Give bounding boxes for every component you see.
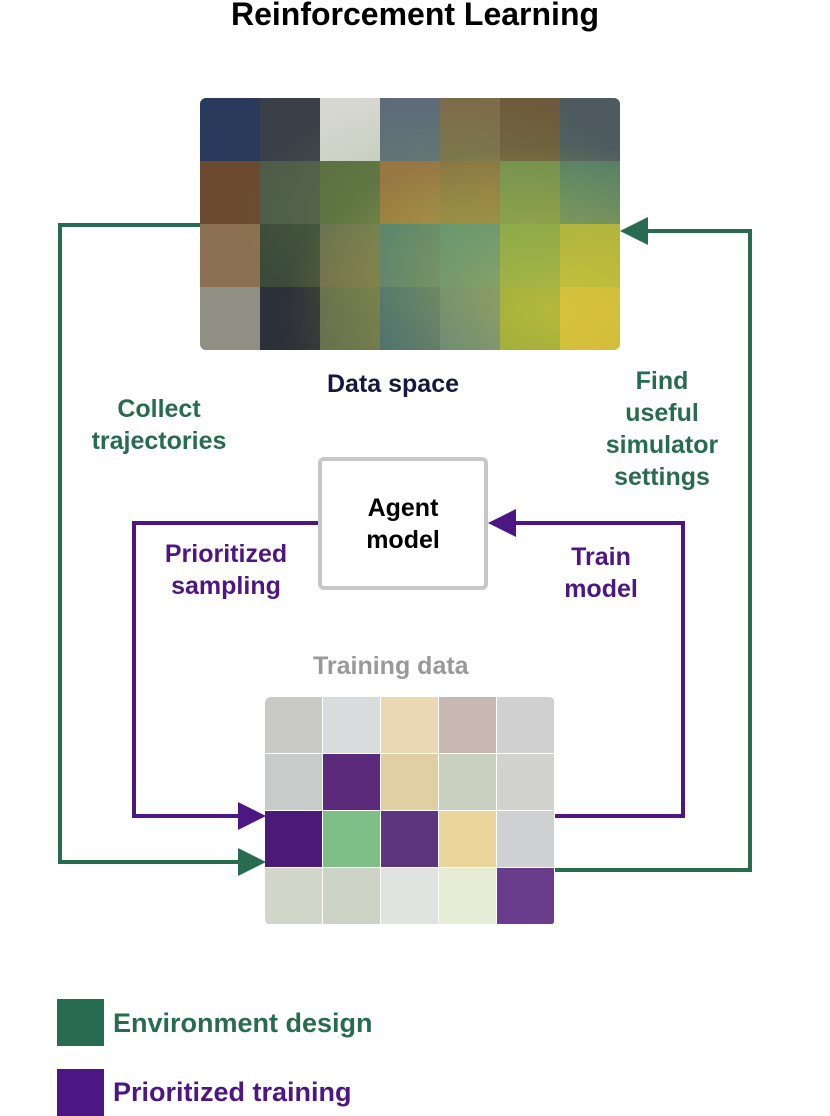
train-line-1: Train [571,543,631,571]
agent-model-box: Agent model [318,457,488,590]
training-data-label: Training data [313,652,469,680]
prioritized-sampling-arrow [132,521,318,830]
data-space-image [200,98,620,350]
sampling-line-2: sampling [171,572,281,600]
train-model-label: Train model [555,541,647,605]
find-line-3: simulator [605,431,719,459]
find-line-1: Find [635,367,689,395]
training-data-image [265,697,555,925]
data-space-label: Data space [327,370,460,398]
collect-trajectories-arrow [58,223,266,876]
training-data-tile [381,868,438,924]
training-data-tile [439,868,496,924]
collect-line-2: trajectories [91,427,227,455]
training-data-tile [265,868,322,924]
training-data-tile [265,697,322,753]
training-data-tile [323,754,380,810]
training-data-tile [497,868,554,924]
collect-line-1: Collect [117,395,201,423]
data-space-glow [200,98,620,350]
training-data-tile [439,811,496,867]
training-data-tile [323,697,380,753]
find-line-4: settings [614,463,710,491]
training-data-tile [497,811,554,867]
training-data-tile [439,697,496,753]
agent-line-2: model [366,525,440,554]
page-title: Reinforcement Learning [230,0,600,32]
training-data-tile [381,754,438,810]
find-line-2: useful [625,399,699,427]
training-data-tile [323,811,380,867]
training-data-tile [323,868,380,924]
prioritized-sampling-label: Prioritized sampling [152,538,300,602]
training-data-tile [497,754,554,810]
legend-label-prioritized: Prioritized training [113,1077,352,1107]
collect-trajectories-label: Collect trajectories [80,393,238,457]
find-settings-arrow [555,217,752,872]
train-line-2: model [564,575,638,603]
train-model-arrow [488,509,685,818]
legend-label-environment: Environment design [113,1008,373,1038]
training-data-tile [265,811,322,867]
training-data-tile [265,754,322,810]
legend-swatch-prioritized [57,1069,104,1116]
agent-line-1: Agent [367,493,439,522]
find-settings-label: Find useful simulator settings [598,365,726,493]
legend-swatch-environment [57,999,104,1046]
training-data-tile [381,697,438,753]
sampling-line-1: Prioritized [164,540,288,568]
training-data-tile [497,697,554,753]
training-data-tile [439,754,496,810]
training-data-tile [381,811,438,867]
